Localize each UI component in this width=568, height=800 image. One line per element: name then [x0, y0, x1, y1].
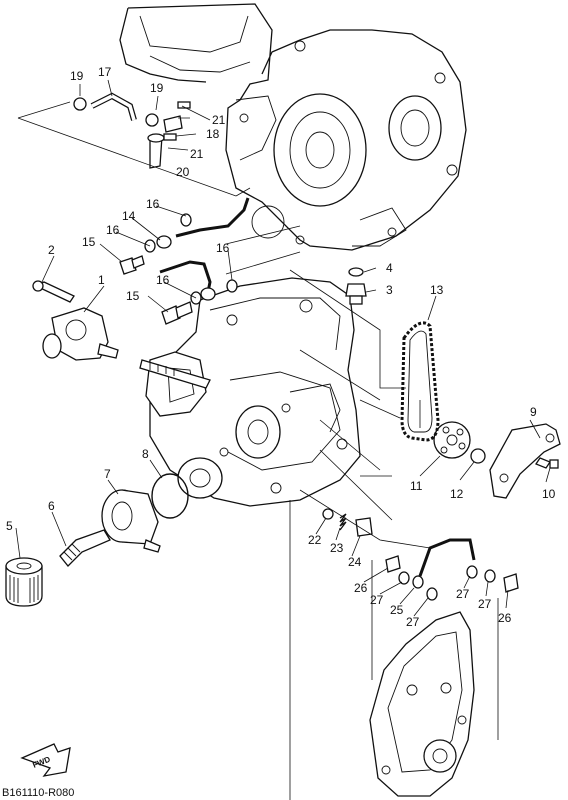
drain-plug [345, 283, 367, 305]
bolt-20 [147, 133, 165, 169]
filter-stud [59, 529, 111, 567]
fitting-18 [163, 115, 183, 133]
washer-27d [484, 569, 496, 583]
callout-12: 12 [450, 487, 464, 501]
o-ring [151, 473, 189, 519]
chain-guide [489, 423, 561, 499]
callout-19a: 19 [70, 69, 84, 83]
callout-24: 24 [348, 555, 362, 569]
fwd-arrow: FWD [20, 743, 71, 777]
callout-18: 18 [206, 127, 220, 141]
crankcase-cover [369, 611, 475, 797]
washer-16d [226, 279, 238, 293]
callout-10: 10 [542, 487, 556, 501]
upper-crankcase [119, 3, 467, 251]
pump-bolt [32, 280, 75, 303]
sprocket-washer [470, 448, 486, 464]
drive-chain [400, 321, 440, 442]
callout-22: 22 [308, 533, 322, 547]
ball-22 [322, 508, 334, 520]
pump-shaft [139, 359, 211, 389]
callout-27d: 27 [478, 597, 492, 611]
callout-27c: 27 [456, 587, 470, 601]
leader-lines [15, 79, 551, 800]
union-bolt-26a [385, 555, 401, 573]
oil-pipe-upper [418, 538, 476, 577]
filter-housing [101, 489, 161, 553]
washer-25 [412, 575, 424, 589]
callout-20: 20 [176, 165, 190, 179]
callout-27b: 27 [406, 615, 420, 629]
callout-6: 6 [48, 499, 55, 513]
callout-4: 4 [386, 261, 393, 275]
guide-bolt [535, 457, 559, 469]
washer-27c [466, 565, 478, 579]
callout-13: 13 [430, 283, 444, 297]
diagram-code: B161110-R080 [2, 787, 74, 799]
callout-15a: 15 [82, 235, 96, 249]
callouts: 1 2 3 4 5 6 7 8 9 10 11 12 13 14 15 15 1… [6, 65, 556, 629]
callout-5: 5 [6, 519, 13, 533]
callout-16a: 16 [146, 197, 160, 211]
pin-21a [177, 101, 191, 109]
washer-27b [426, 587, 438, 601]
callout-27a: 27 [370, 593, 384, 607]
callout-8: 8 [142, 447, 149, 461]
callout-16c: 16 [216, 241, 230, 255]
gasket-washer [348, 267, 364, 277]
callout-26a: 26 [354, 581, 368, 595]
callout-15b: 15 [126, 289, 140, 303]
union-bolt-2 [161, 301, 193, 325]
union-bolt-26b [503, 573, 519, 593]
union-bolt-1 [119, 255, 145, 275]
callout-1: 1 [98, 273, 105, 287]
callout-9: 9 [530, 405, 537, 419]
spring-23 [339, 513, 347, 531]
oil-filter [5, 557, 43, 607]
callout-21a: 21 [212, 113, 226, 127]
callout-3: 3 [386, 283, 393, 297]
callout-14: 14 [122, 209, 136, 223]
pump-sprocket [433, 421, 471, 459]
callout-23: 23 [330, 541, 344, 555]
callout-11: 11 [410, 479, 423, 493]
oil-pipe-lower [156, 197, 250, 301]
oil-pump [42, 307, 119, 361]
plug-24 [355, 517, 373, 537]
washer-16a [180, 213, 192, 227]
washer-27a [398, 571, 410, 585]
callout-26b: 26 [498, 611, 512, 625]
callout-25: 25 [390, 603, 404, 617]
pin-21b [163, 133, 177, 141]
callout-7: 7 [104, 467, 111, 481]
callout-19b: 19 [150, 81, 164, 95]
callout-21b: 21 [190, 147, 204, 161]
callout-2: 2 [48, 243, 55, 257]
callout-16b: 16 [106, 223, 120, 237]
oil-hose [73, 92, 159, 127]
callout-17: 17 [98, 65, 112, 79]
callout-16d: 16 [156, 273, 170, 287]
